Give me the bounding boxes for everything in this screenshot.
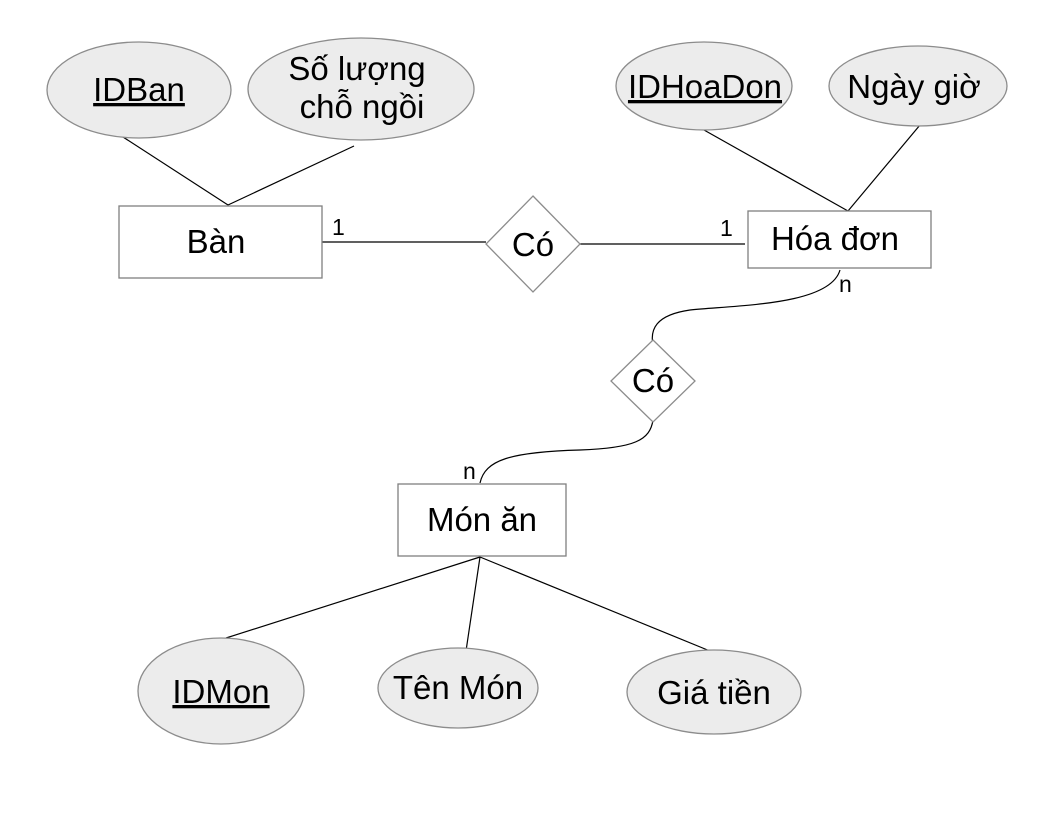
relationship-ban-hoadon-label: Có [512,226,554,263]
attribute-so-luong-label-line1: Số lượng [288,50,425,87]
attribute-idmon-label: IDMon [172,673,269,710]
cardinality-monan-side: n [463,458,476,484]
entity-ban-label: Bàn [187,223,246,260]
entity-mon-an[interactable]: Món ăn [397,483,567,557]
attribute-idhoadon-label: IDHoaDon [628,68,782,105]
connectors [122,124,921,652]
attribute-ngay-gio-ellipse [828,45,1008,127]
cardinality-hoadon-rel2-side: n [839,271,852,297]
attribute-so-luong-cho-ngoi[interactable]: Số lượng chỗ ngồi [247,37,475,141]
attribute-gia-tien-ellipse [626,649,802,735]
entity-ban-box [118,205,323,279]
edge-soluong-ban [227,145,355,206]
edge-rel2-monan [479,419,654,484]
edge-monan-giatien [479,556,711,652]
relationship-ban-hoadon[interactable]: Có [485,195,581,293]
edge-monan-tenmon [465,556,481,652]
entity-hoa-don-label: Hóa đơn [771,220,899,257]
attribute-ngay-gio[interactable]: Ngày giờ [828,45,1008,127]
cardinality-hoadon-rel1-side: 1 [720,215,733,241]
edge-idban-ban [122,136,229,206]
attribute-ten-mon[interactable]: Tên Món [377,647,539,729]
attribute-idmon[interactable]: IDMon [137,637,305,745]
entity-hoa-don-box [747,210,932,269]
attribute-idban-ellipse [46,41,232,139]
edge-ngaygio-hoadon [847,124,921,212]
attribute-gia-tien-label: Giá tiền [657,674,771,711]
relationship-hoadon-monan[interactable]: Có [610,339,696,423]
attribute-idban-label: IDBan [93,71,185,108]
cardinality-ban-side: 1 [332,214,345,240]
attribute-ten-mon-label: Tên Món [393,669,523,706]
entity-hoa-don[interactable]: Hóa đơn [747,210,932,269]
entity-mon-an-label: Món ăn [427,501,537,538]
attribute-idban[interactable]: IDBan [46,41,232,139]
attribute-ten-mon-ellipse [377,647,539,729]
attribute-so-luong-ellipse [247,37,475,141]
edge-idhoadon-hoadon [703,129,849,212]
edge-hoadon-rel2 [651,269,841,346]
edge-monan-idmon [225,556,481,639]
attribute-idhoadon[interactable]: IDHoaDon [615,41,793,131]
relationship-ban-hoadon-diamond [485,195,581,293]
relationship-hoadon-monan-label: Có [632,362,674,399]
attribute-idhoadon-ellipse [615,41,793,131]
attribute-ngay-gio-label: Ngày giờ [847,68,981,105]
attribute-idmon-ellipse [137,637,305,745]
entity-ban[interactable]: Bàn [118,205,323,279]
relationship-hoadon-monan-diamond [610,339,696,423]
entity-mon-an-box [397,483,567,557]
attribute-so-luong-label-line2: chỗ ngồi [300,88,425,125]
attribute-gia-tien[interactable]: Giá tiền [626,649,802,735]
